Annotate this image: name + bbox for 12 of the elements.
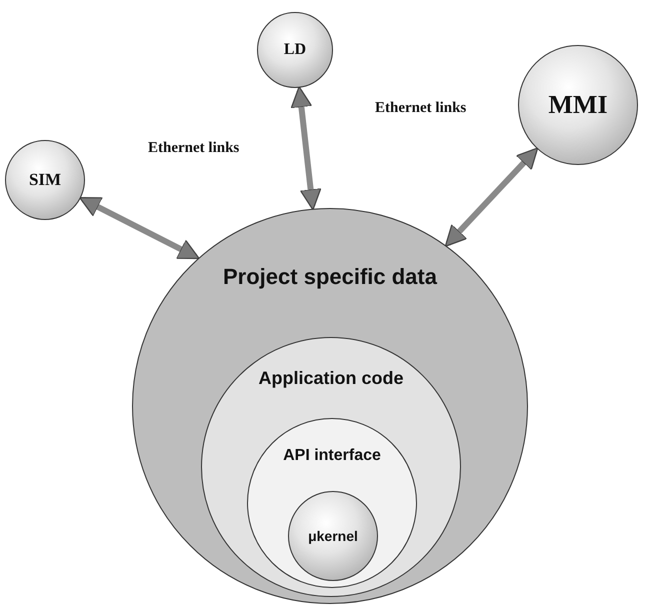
link-label: Ethernet links bbox=[375, 100, 466, 117]
link-label: Ethernet links bbox=[148, 140, 240, 157]
ring-label: Application code bbox=[258, 368, 404, 389]
ring-label: Project specific data bbox=[223, 264, 437, 290]
double-arrow bbox=[290, 86, 322, 210]
station-circle: MMI bbox=[518, 45, 638, 165]
double-arrow bbox=[79, 196, 200, 260]
station-circle: SIM bbox=[5, 140, 85, 220]
station-circle: LD bbox=[257, 12, 333, 88]
double-arrow bbox=[444, 147, 538, 247]
core-circle: μkernel bbox=[288, 491, 378, 581]
ring-label: API interface bbox=[283, 447, 381, 465]
